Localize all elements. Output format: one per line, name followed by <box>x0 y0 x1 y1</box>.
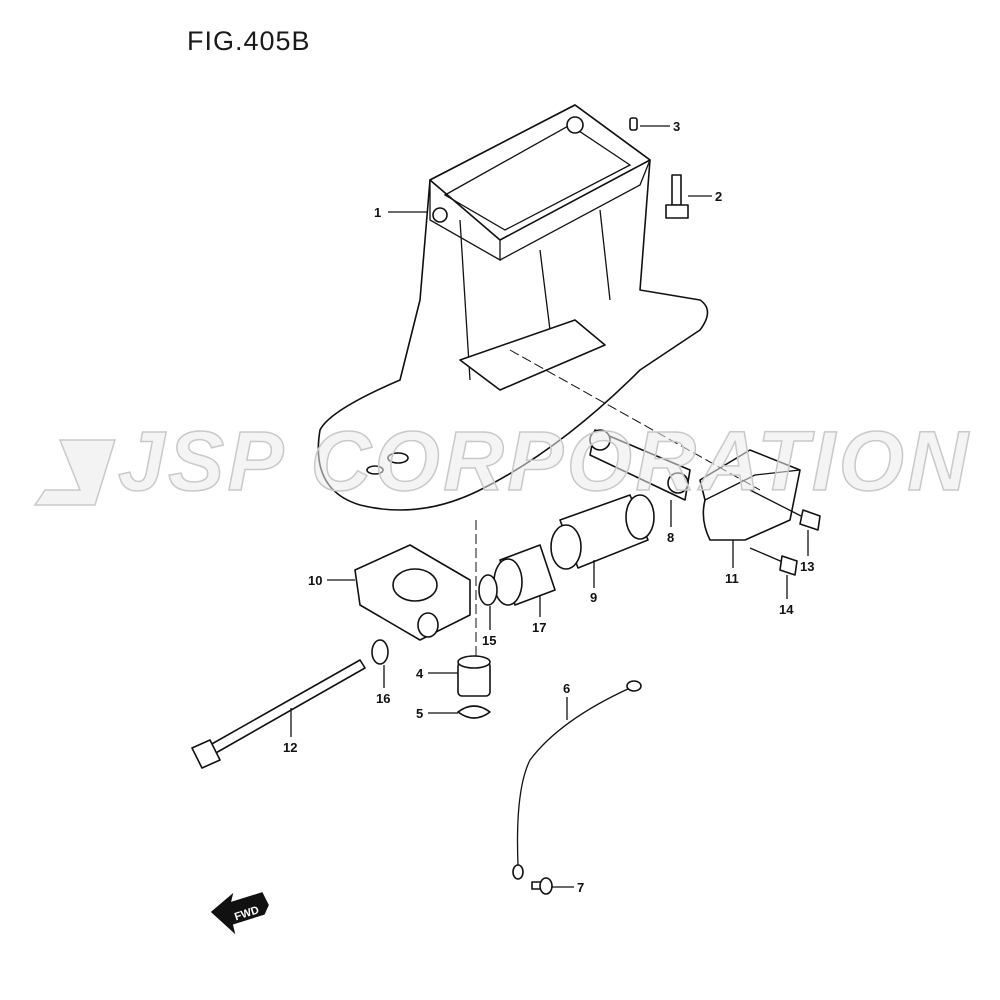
part-2-bolt <box>665 174 689 219</box>
callout-15: 15 <box>482 633 496 648</box>
callout-8: 8 <box>667 530 674 545</box>
callout-5: 5 <box>416 706 423 721</box>
part-7-screw <box>531 877 553 895</box>
part-4-bushing <box>457 655 491 697</box>
part-15-washer <box>478 574 498 606</box>
part-16-washer <box>371 639 389 665</box>
callout-7: 7 <box>577 880 584 895</box>
callout-14: 14 <box>779 602 794 617</box>
callout-10: 10 <box>308 573 322 588</box>
part-9-mount <box>550 494 655 570</box>
part-11-bracket <box>699 449 801 541</box>
callout-1: 1 <box>374 205 381 220</box>
watermark-logo-icon <box>33 439 117 506</box>
part-6-ground-wire <box>512 680 642 880</box>
alignment-lines <box>475 349 761 660</box>
part-12-bolt <box>191 659 366 769</box>
part-13-bolt <box>749 489 821 531</box>
callout-2: 2 <box>715 189 722 204</box>
callout-9: 9 <box>590 590 597 605</box>
part-14-bolt <box>749 547 798 576</box>
callouts: 1 2 3 4 5 6 7 8 9 10 11 12 13 14 15 16 1… <box>283 119 814 895</box>
fwd-arrow-icon: FWD <box>210 892 269 935</box>
callout-11: 11 <box>725 571 739 586</box>
figure-title: FIG.405B <box>187 26 311 56</box>
callout-3: 3 <box>673 119 680 134</box>
part-10-holder <box>354 544 471 641</box>
part-3-pin <box>629 117 638 131</box>
part-17-sleeve <box>493 544 556 606</box>
callout-12: 12 <box>283 740 297 755</box>
callout-13: 13 <box>800 559 814 574</box>
part-8-mount-rubber <box>589 429 691 501</box>
callout-16: 16 <box>376 691 390 706</box>
part-1-drive-shaft-housing <box>317 104 709 511</box>
callout-17: 17 <box>532 620 546 635</box>
callout-6: 6 <box>563 681 570 696</box>
part-5-clip <box>457 705 491 719</box>
callout-4: 4 <box>416 666 424 681</box>
